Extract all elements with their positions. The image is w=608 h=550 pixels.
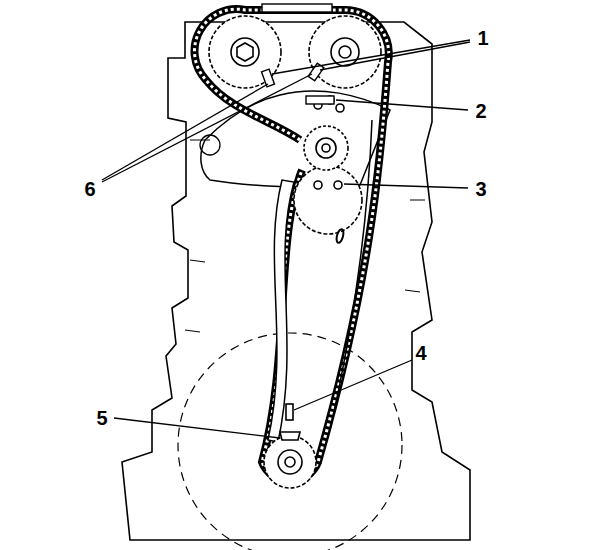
block-detail [185,140,425,332]
engine-block [122,22,470,540]
crankshaft-outline [178,333,402,550]
tensioner-rail [330,120,372,430]
callout-number: 3 [475,179,486,199]
crank-sprocket [264,404,316,488]
bracket-boss [200,135,220,155]
timing-chain [195,9,389,481]
camshaft-sprockets [209,16,381,88]
upper-guide [262,4,332,12]
callout-number: 6 [84,179,95,199]
timing-slot [335,228,344,243]
leader-lines [102,40,470,438]
chain-guide [268,180,294,442]
intermediate-sprockets [294,96,362,234]
callout-number: 1 [477,28,488,48]
callout-number: 2 [475,101,486,121]
callout-number: 5 [96,408,107,428]
callout-number: 4 [415,343,426,363]
